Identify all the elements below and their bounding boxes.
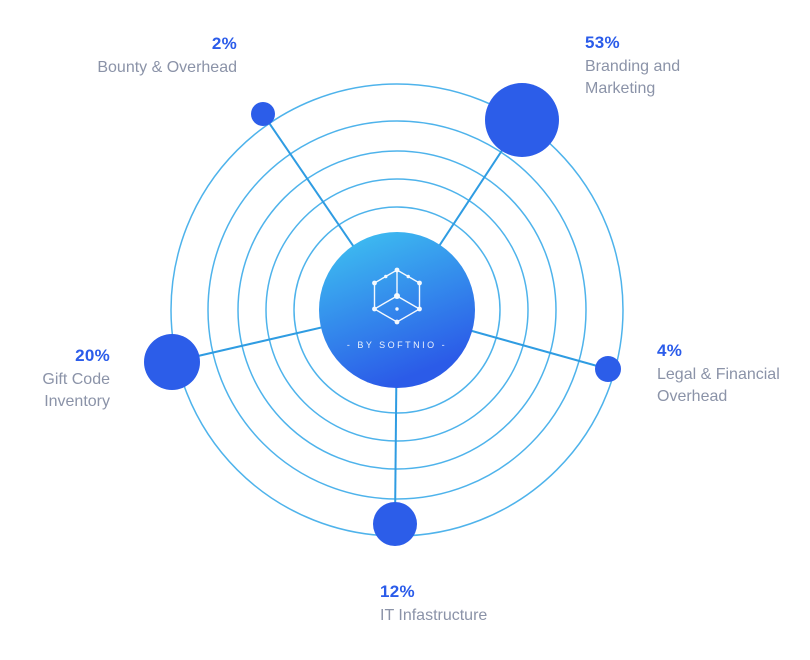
node-label-text-gift: Gift Code Inventory — [42, 371, 110, 410]
node-label-it: 12% IT Infastructure — [380, 581, 600, 627]
node-dot-it — [373, 502, 417, 546]
node-pct-gift: 20% — [75, 346, 110, 365]
node-pct-legal: 4% — [657, 341, 683, 360]
node-label-legal: 4% Legal & Financial Overhead — [657, 340, 807, 408]
node-dot-legal — [595, 356, 621, 382]
orbit-ring-2 — [265, 178, 529, 442]
node-dot-gift — [144, 334, 200, 390]
node-label-bounty: 2% Bounty & Overhead — [37, 33, 237, 79]
node-dots — [144, 83, 621, 546]
node-label-gift: 20% Gift Code Inventory — [0, 345, 110, 413]
node-label-text-it: IT Infastructure — [380, 607, 488, 624]
orbit-ring-3 — [237, 150, 557, 470]
node-pct-it: 12% — [380, 582, 415, 601]
center-hub: - BY SOFTNIO - — [319, 232, 475, 388]
node-dot-bounty — [251, 102, 275, 126]
orbit-ring-4 — [207, 120, 587, 500]
hex-spoke-2 — [374, 295, 398, 310]
node-label-text-bounty: Bounty & Overhead — [97, 59, 237, 76]
hex-node-dots — [372, 267, 422, 325]
network-hexagon-icon — [372, 267, 422, 325]
brand-text: - BY SOFTNIO - — [347, 340, 447, 350]
node-label-branding: 53% Branding and Marketing — [585, 32, 775, 100]
hex-spoke-3 — [396, 295, 420, 310]
node-pct-bounty: 2% — [211, 34, 237, 53]
node-label-text-branding: Branding and Marketing — [585, 58, 681, 97]
node-dot-branding — [485, 83, 559, 157]
node-label-text-legal: Legal & Financial Overhead — [657, 366, 780, 405]
node-pct-branding: 53% — [585, 33, 620, 52]
